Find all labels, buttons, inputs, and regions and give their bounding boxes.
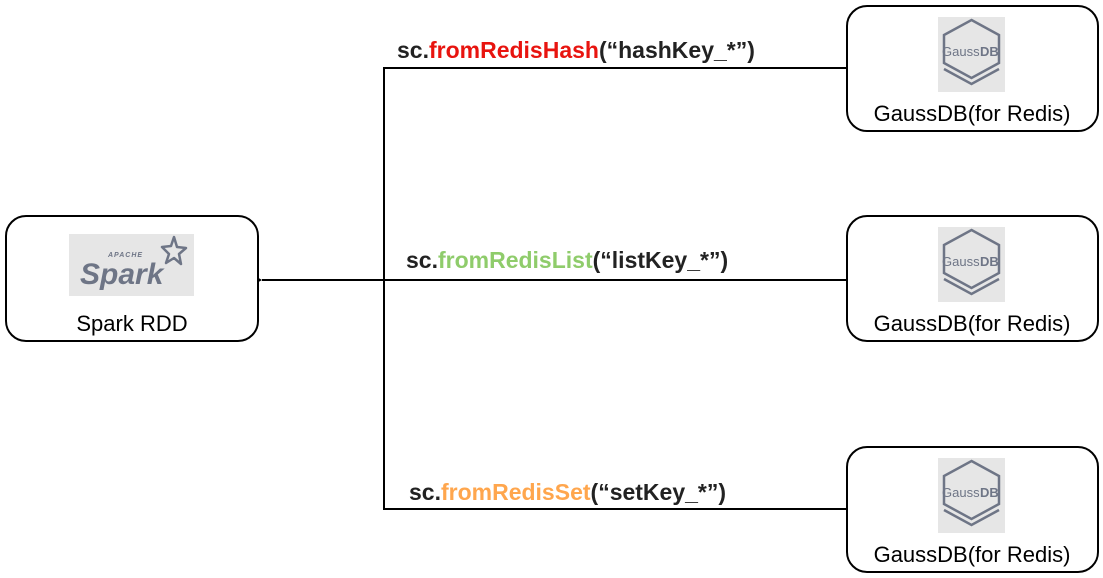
edge-hash-line [383,67,847,280]
edge-label-args: (“hashKey_*”) [599,37,755,63]
spark-star-icon [160,235,188,266]
edge-label-prefix: sc. [406,247,438,273]
gaussdb-node-hash[interactable]: Gauss DB GaussDB(for Redis) [846,5,1099,132]
edge-label-args: (“listKey_*”) [593,247,728,273]
gaussdb-label: GaussDB(for Redis) [874,542,1071,567]
edge-label-set: sc.fromRedisSet(“setKey_*”) [409,479,726,505]
gaussdb-logo-db: DB [980,254,999,269]
spark-logo: APACHE Spark [69,234,194,296]
edge-set-line [383,280,847,510]
gaussdb-logo-icon: Gauss DB [938,227,1005,302]
gaussdb-label: GaussDB(for Redis) [874,101,1071,126]
edge-label-method: fromRedisHash [429,37,599,63]
connector-lines [250,67,847,510]
edge-label-list: sc.fromRedisList(“listKey_*”) [406,247,728,273]
gaussdb-node-set[interactable]: Gauss DB GaussDB(for Redis) [846,446,1099,573]
edge-label-prefix: sc. [397,37,429,63]
edge-label-method: fromRedisList [438,247,593,273]
gaussdb-logo-gauss: Gauss [942,44,980,59]
gaussdb-label: GaussDB(for Redis) [874,311,1071,336]
gaussdb-logo-db: DB [980,485,999,500]
spark-logo-wordmark: Spark [80,258,165,291]
gaussdb-logo-gauss: Gauss [942,254,980,269]
gaussdb-logo-icon: Gauss DB [938,17,1005,92]
spark-logo-apache: APACHE [107,252,143,259]
gaussdb-logo-db: DB [980,44,999,59]
spark-rdd-node[interactable]: APACHE Spark Spark RDD [5,215,259,342]
edge-label-method: fromRedisSet [441,479,591,505]
spark-rdd-label: Spark RDD [76,311,187,336]
gaussdb-logo-icon: Gauss DB [938,458,1005,533]
edge-label-prefix: sc. [409,479,441,505]
gaussdb-node-list[interactable]: Gauss DB GaussDB(for Redis) [846,215,1099,342]
gaussdb-logo-gauss: Gauss [942,485,980,500]
edge-label-args: (“setKey_*”) [591,479,727,505]
edge-label-hash: sc.fromRedisHash(“hashKey_*”) [397,37,755,63]
